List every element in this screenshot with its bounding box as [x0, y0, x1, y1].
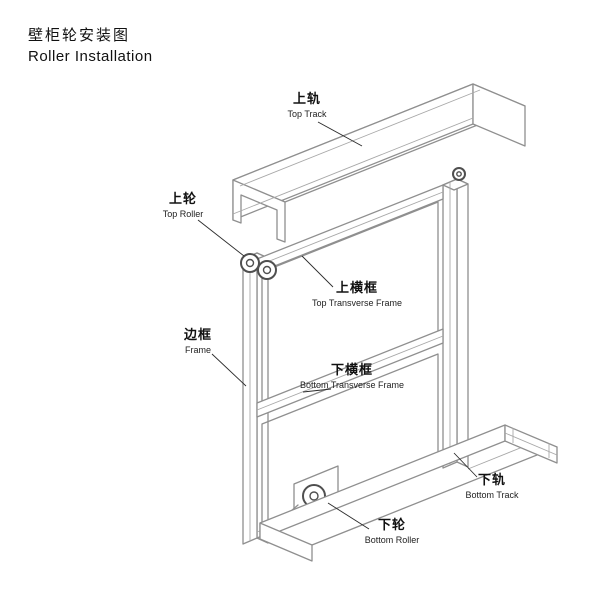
- leader-frame: [211, 353, 247, 387]
- label-frame-en: Frame: [184, 344, 212, 355]
- top-track-top-edge-line: [239, 89, 481, 187]
- bottom-roller-hub-icon: [309, 491, 319, 501]
- label-top-roller-en: Top Roller: [162, 208, 204, 219]
- bottom-track-back-edge: [311, 446, 558, 546]
- label-top-roller: 上轮 Top Roller: [162, 192, 204, 219]
- leader-top-roller: [197, 219, 245, 257]
- top-roller-back-hub-icon: [262, 265, 272, 275]
- bottom-track-drawing: [259, 424, 558, 562]
- top-track-drawing: [232, 83, 526, 243]
- door-frame-drawing: [240, 167, 469, 545]
- label-top-transverse-frame: 上横框 Top Transverse Frame: [311, 281, 403, 308]
- leader-lines: [197, 121, 478, 530]
- label-bottom-track-zh: 下轨: [477, 473, 507, 488]
- top-track-left-end-profile: [232, 179, 286, 243]
- label-top-transverse-frame-zh: 上横框: [335, 281, 378, 296]
- page-title-zh: 壁柜轮安装图: [28, 26, 131, 44]
- right-stile-side-face: [456, 178, 469, 468]
- label-bottom-transverse-frame-zh: 下横框: [330, 363, 374, 378]
- leader-bottom-roller: [327, 502, 370, 530]
- label-bottom-roller-en: Bottom Roller: [364, 534, 420, 545]
- label-bottom-track-en: Bottom Track: [465, 489, 519, 500]
- label-bottom-transverse-frame: 下横框 Bottom Transverse Frame: [299, 363, 405, 390]
- leader-top-transverse-frame: [301, 255, 334, 288]
- bottom-roller-housing: [293, 465, 339, 513]
- title-block: 壁柜轮安装图 Roller Installation: [28, 24, 153, 65]
- label-bottom-track: 下轨 Bottom Track: [465, 473, 519, 500]
- label-top-transverse-frame-en: Top Transverse Frame: [311, 297, 403, 308]
- label-top-track: 上轨 Top Track: [287, 92, 327, 119]
- top-track-front-lip-line: [232, 117, 474, 215]
- top-rail-inner-line: [256, 191, 444, 267]
- label-top-track-en: Top Track: [287, 108, 327, 119]
- label-bottom-transverse-frame-en: Bottom Transverse Frame: [299, 379, 405, 390]
- label-frame: 边框 Frame: [183, 328, 213, 355]
- label-bottom-roller-zh: 下轮: [377, 518, 406, 533]
- top-roller-assembly: [240, 253, 277, 280]
- left-frame-stile: [242, 252, 269, 545]
- bottom-transverse-frame-member: [256, 328, 444, 418]
- right-top-guide-hub-icon: [456, 171, 462, 177]
- leader-top-track: [317, 121, 363, 147]
- leader-bottom-track: [453, 452, 478, 478]
- page-title-en: Roller Installation: [28, 48, 153, 65]
- label-frame-zh: 边框: [183, 328, 213, 343]
- bottom-rail-inner-line: [256, 335, 444, 411]
- bottom-track-right-end-lip: [504, 432, 558, 456]
- label-bottom-roller: 下轮 Bottom Roller: [364, 518, 420, 545]
- leader-bottom-transverse-frame: [302, 388, 332, 393]
- right-frame-stile: [442, 167, 469, 469]
- bottom-track-left-end-face: [259, 522, 313, 562]
- label-top-roller-zh: 上轮: [168, 192, 197, 207]
- label-top-track-zh: 上轨: [292, 92, 322, 107]
- top-roller-front-hub-icon: [245, 258, 255, 268]
- top-track-right-end-face: [472, 83, 526, 147]
